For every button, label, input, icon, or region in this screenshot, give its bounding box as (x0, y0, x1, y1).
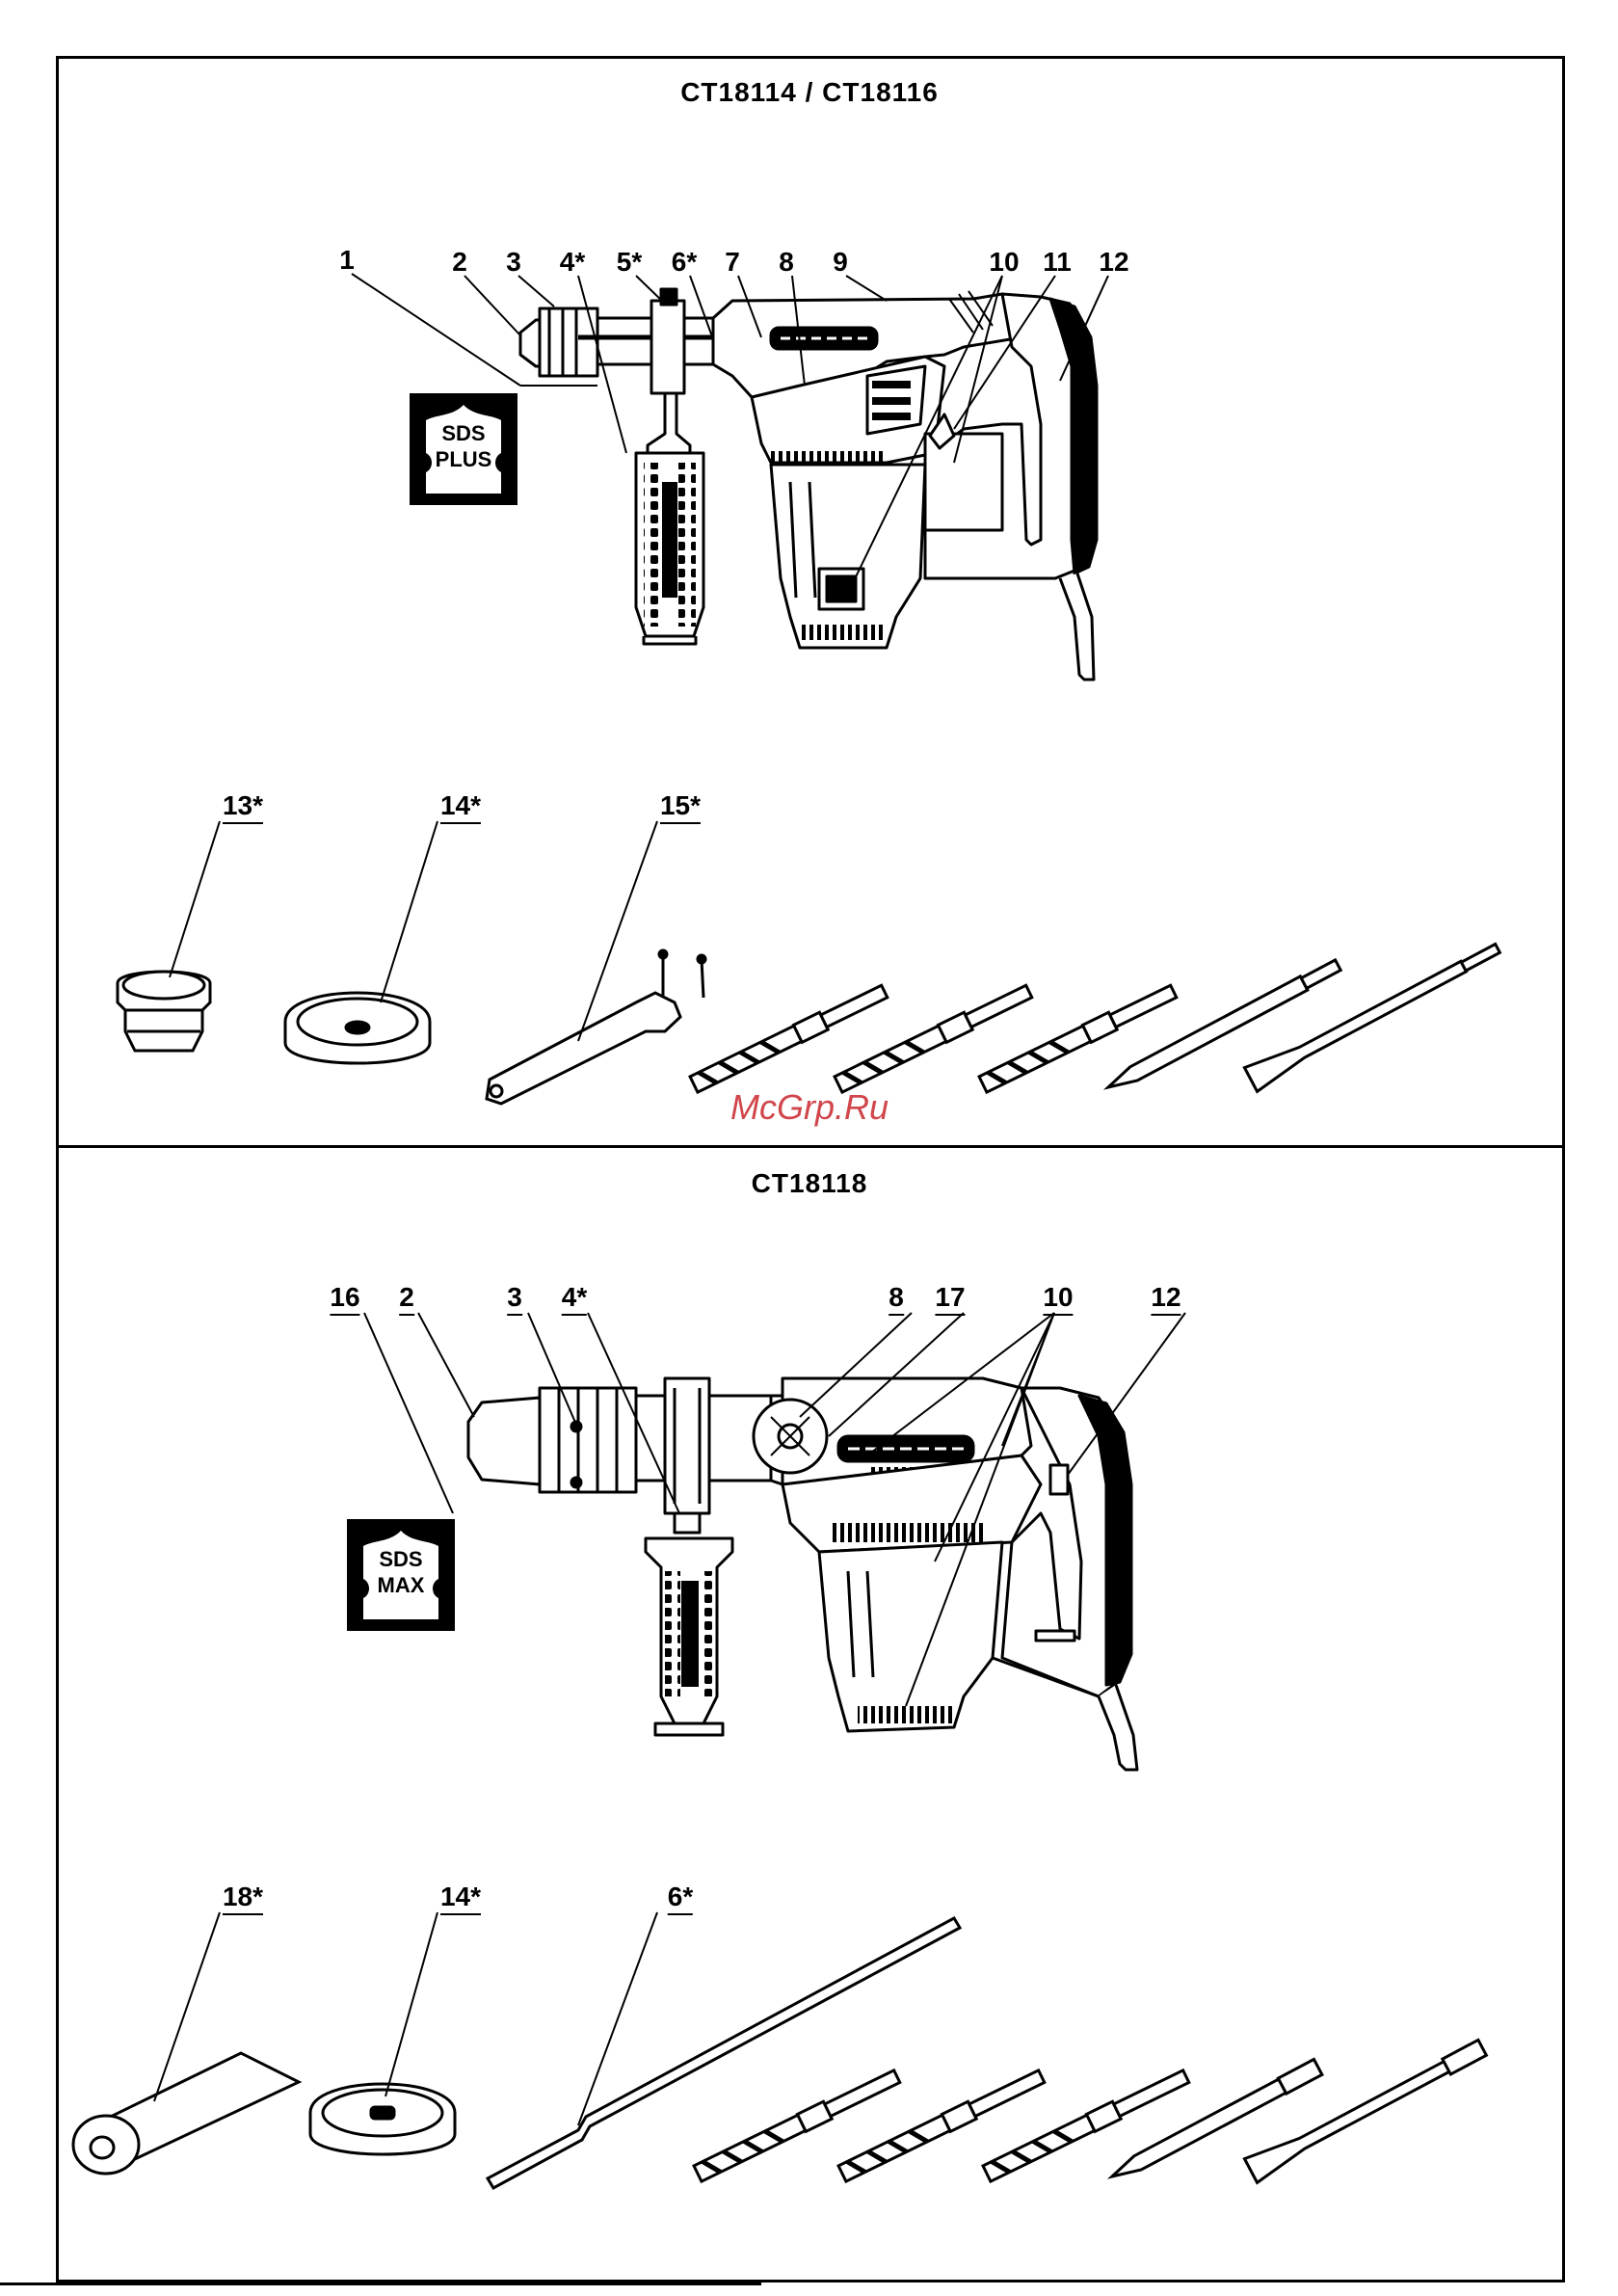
bottom-accessories (73, 1918, 960, 2188)
bottom-drill-illustration (468, 1378, 1137, 1770)
top-drill-bits (690, 936, 1504, 1094)
sds-plus-line2: PLUS (436, 447, 492, 471)
top-accessories (118, 950, 705, 1104)
sds-max-line2: MAX (378, 1573, 425, 1597)
sds-max-line1: SDS (379, 1547, 422, 1571)
bottom-drill-bits (694, 2036, 1489, 2184)
top-drill-illustration (520, 289, 1097, 680)
sds-plus-line1: SDS (441, 421, 485, 445)
